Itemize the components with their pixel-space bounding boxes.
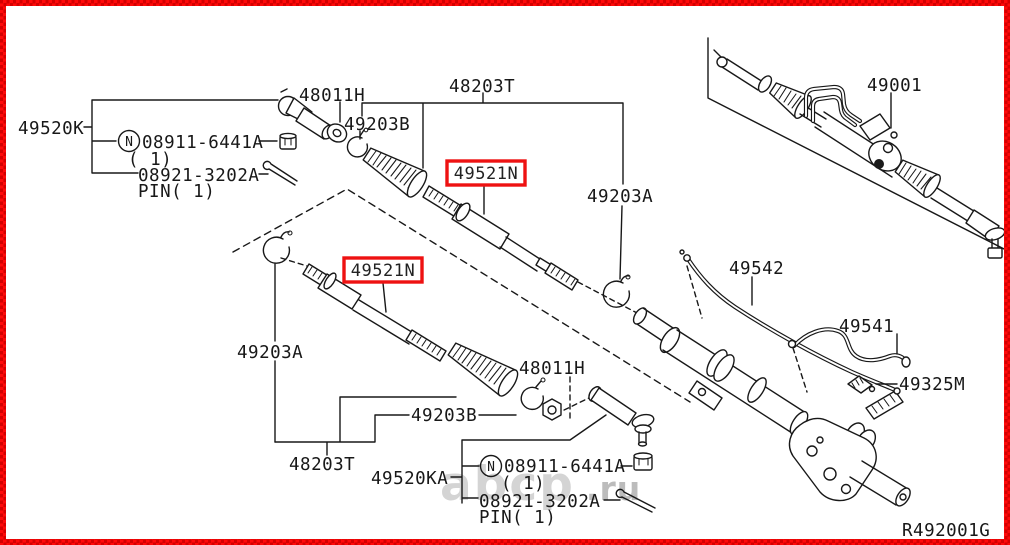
washer-glyph-top	[326, 123, 348, 143]
part-label-49541: 49541	[839, 317, 894, 337]
part-label-49001: 49001	[867, 76, 922, 96]
part-label-48203t-top: 48203T	[449, 77, 515, 97]
nut-marker-bottom: N	[487, 460, 495, 475]
parts-diagram: abcp .ru	[18, 37, 1004, 539]
part-label-48011h-bottom: 48011H	[519, 359, 585, 379]
axis-dashed-tube49541	[792, 347, 808, 393]
sensor-49325m-drawing	[847, 375, 876, 394]
boot-clamp-a-glyph-left	[262, 230, 293, 264]
part-label-48011h-top: 48011H	[299, 86, 365, 106]
cylinder-tube-49542-drawing	[679, 249, 901, 395]
steering-gear-assembly-drawing	[713, 49, 1004, 259]
castle-nut-glyph-bottom	[633, 452, 653, 471]
leader-49521n-bottom	[382, 282, 387, 313]
part-label-49542: 49542	[729, 259, 784, 279]
boot-clamp-a-glyph-right	[602, 274, 631, 308]
tie-rod-end-bottom-drawing	[588, 386, 655, 447]
drawing-ref-code: R492001G	[902, 521, 990, 539]
cotter-pin-glyph-top	[262, 160, 298, 186]
washer-glyph-bottom	[542, 398, 562, 421]
axis-dashed-main	[232, 188, 691, 403]
part-label-49521n-bottom: 49521N	[351, 261, 415, 281]
axis-dashed-rod1	[577, 281, 638, 314]
bracket-49520ka	[450, 414, 607, 504]
bracket-49520k	[83, 99, 279, 174]
cylinder-tube-49541-drawing	[787, 327, 911, 368]
part-label-49203a-left: 49203A	[237, 343, 303, 363]
diagram-canvas: abcp .ru	[6, 6, 1004, 539]
part-label-08921-top: 08921-3202A	[138, 166, 259, 186]
qty-label-bottom: ( 1)	[501, 474, 545, 494]
gear-housing-drawing	[632, 307, 911, 507]
highlight-box-49521n-bottom	[342, 256, 424, 284]
bracket-48203t-bottom	[274, 396, 457, 456]
part-label-49520ka: 49520KA	[371, 469, 448, 489]
inner-tie-rod-top-drawing	[422, 185, 579, 291]
leader-49203a-right	[619, 205, 623, 280]
part-label-49203b-bottom: 49203B	[411, 406, 477, 426]
assembly-region-boundary	[707, 37, 1004, 250]
axis-dashed-tube49542	[686, 265, 703, 319]
part-label-49325m: 49325M	[899, 375, 965, 395]
part-label-49520k: 49520K	[18, 119, 84, 139]
castle-nut-glyph-top	[279, 132, 297, 150]
part-label-49521n-top: 49521N	[454, 164, 518, 184]
pin-qty-label-bottom: PIN( 1)	[479, 508, 556, 528]
boot-clamp-b-glyph-bottom	[520, 377, 546, 411]
pin-qty-label-top: PIN( 1)	[138, 182, 215, 202]
nut-marker-circle-bottom	[479, 454, 503, 478]
qty-label-top: ( 1)	[128, 150, 172, 170]
nut-marker-top: N	[125, 135, 133, 150]
part-label-08921-bottom: 08921-3202A	[479, 492, 600, 512]
bracket-48203t-top	[361, 92, 624, 185]
inner-tie-rod-bottom-drawing	[302, 263, 447, 362]
part-label-08911-top: 08911-6441A	[142, 133, 263, 153]
boot-glyph-bottom	[447, 342, 519, 397]
part-label-08911-bottom: 08911-6441A	[504, 457, 625, 477]
nut-marker-circle-top	[117, 129, 141, 153]
part-label-49203b-top: 49203B	[344, 115, 410, 135]
highlight-box-49521n-top	[445, 159, 527, 187]
cotter-pin-glyph-bottom	[615, 488, 656, 513]
boot-glyph-top	[362, 147, 428, 198]
part-label-48203t-bottom: 48203T	[289, 455, 355, 475]
part-label-49203a-right: 49203A	[587, 187, 653, 207]
